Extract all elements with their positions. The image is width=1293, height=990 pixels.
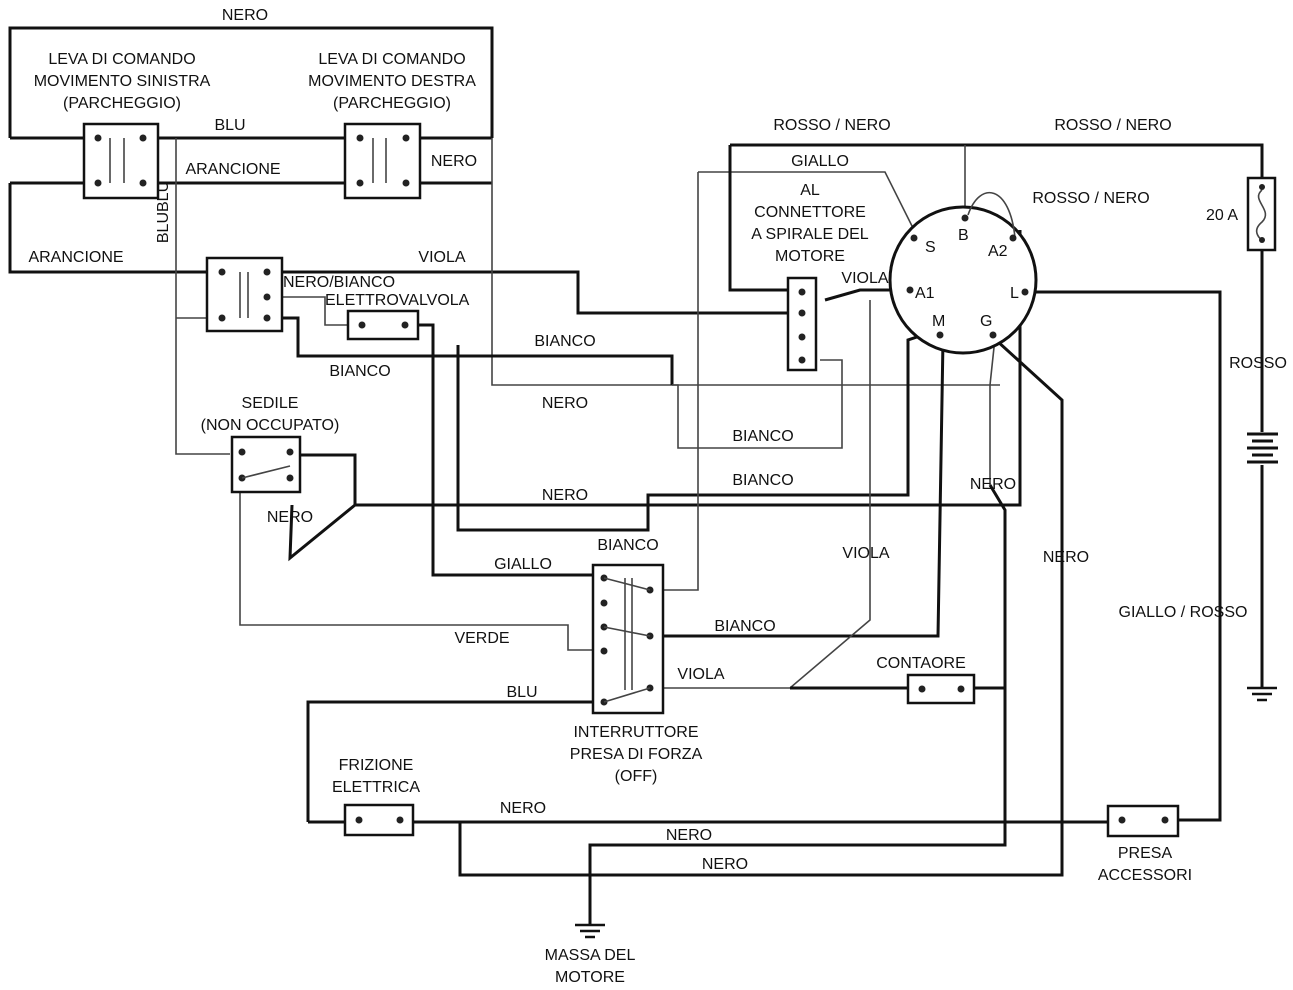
ground-icon-engine [575,923,605,939]
wire-label-nero-seat: NERO [267,509,313,526]
solenoid [346,309,420,341]
wire-label-blublu: BLUBLU [155,181,172,243]
wires [8,26,1264,925]
wire-label-bianco-2: BIANCO [329,363,390,380]
wire-label-rosso-nero-1: ROSSO / NERO [773,117,890,134]
terminal-b: B [958,227,969,244]
wire-label-bianco-pto2: BIANCO [714,618,775,635]
left-lever-label-3: (PARCHEGGIO) [63,95,181,112]
wire-label-bianco-pto: BIANCO [597,537,658,554]
wire-label-nero-mid: NERO [542,395,588,412]
wire-label-nero-top: NERO [222,7,268,24]
accessory-label-1: PRESA [1118,845,1173,862]
wire-label-nero-bianco: NERO/BIANCO [283,274,395,291]
wire-label-rosso-nero-2: ROSSO / NERO [1054,117,1171,134]
wire-label-blu-top: BLU [214,117,245,134]
pto-label-1: INTERRUTTORE [573,724,698,741]
right-lever-label-3: (PARCHEGGIO) [333,95,451,112]
terminal-s: S [925,239,936,256]
terminal-m: M [932,313,945,330]
wire-label-nero-bottom-1: NERO [500,800,546,817]
fuse [1246,176,1277,252]
wire-label-giallo-rosso: GIALLO / ROSSO [1119,604,1248,621]
seat-label-1: SEDILE [242,395,299,412]
pto-switch [591,563,665,715]
electric-clutch [343,803,415,837]
seat-label-2: (NON OCCUPATO) [201,417,340,434]
hour-meter-label: CONTAORE [876,655,965,672]
wire-label-nero-bottom-3: NERO [702,856,748,873]
wire-label-nero-right-1: NERO [970,476,1016,493]
wire-label-arancione-2: ARANCIONE [28,249,123,266]
clutch-label-2: ELETTRICA [332,779,420,796]
hour-meter [906,673,976,705]
wire-label-bianco-4: BIANCO [732,472,793,489]
wire-label-rosso-nero-3: ROSSO / NERO [1032,190,1149,207]
accessory-label-2: ACCESSORI [1098,867,1192,884]
wire-label-giallo-pto: GIALLO [494,556,552,573]
motor-connector [786,276,818,372]
wire-label-bianco-3: BIANCO [732,428,793,445]
motor-connector-label-2: CONNETTORE [754,204,866,221]
wire-label-rosso: ROSSO [1229,355,1287,372]
wire-label-viola-a1: VIOLA [841,270,888,287]
wire-label-blu-bottom: BLU [506,684,537,701]
engine-ground-label-2: MOTORE [555,969,625,986]
ignition-switch [888,192,1038,355]
terminal-g: G [980,313,992,330]
right-lever-switch [343,122,422,200]
wire-label-bianco-1: BIANCO [534,333,595,350]
terminal-a2: A2 [988,243,1008,260]
wire-label-nero-right-2: NERO [1043,549,1089,566]
left-lever-label-2: MOVIMENTO SINISTRA [34,73,211,90]
wire-label-nero-seat-line: NERO [542,487,588,504]
wire-label-viola-pto: VIOLA [677,666,724,683]
clutch-label-1: FRIZIONE [339,757,414,774]
fuse-label: 20 A [1206,207,1238,224]
solenoid-label: ELETTROVALVOLA [325,292,470,309]
wire-labels: NERO BLU ARANCIONE NERO BLUBLU ARANCIONE… [28,7,1286,873]
motor-connector-label-4: MOTORE [775,248,845,265]
wire-label-viola-top: VIOLA [418,249,465,266]
relay-switch [205,256,284,333]
wire-label-viola-right: VIOLA [842,545,889,562]
motor-connector-label-1: AL [800,182,820,199]
wire-label-giallo-top: GIALLO [791,153,849,170]
motor-connector-label-3: A SPIRALE DEL [751,226,868,243]
terminal-l: L [1010,285,1019,302]
left-lever-label-1: LEVA DI COMANDO [48,51,195,68]
wire-label-nero-right-lever: NERO [431,153,477,170]
terminal-a1: A1 [915,285,935,302]
right-lever-label-2: MOVIMENTO DESTRA [308,73,476,90]
engine-ground-label-1: MASSA DEL [545,947,636,964]
wire-label-nero-bottom-2: NERO [666,827,712,844]
component-labels: LEVA DI COMANDO MOVIMENTO SINISTRA (PARC… [34,51,1239,986]
battery-symbol [1247,432,1278,464]
right-lever-label-1: LEVA DI COMANDO [318,51,465,68]
wire-label-verde: VERDE [454,630,509,647]
pto-label-2: PRESA DI FORZA [570,746,703,763]
wire-label-arancione-1: ARANCIONE [185,161,280,178]
pto-label-3: (OFF) [615,768,658,785]
left-lever-switch [82,122,160,200]
ground-icon-right [1247,686,1277,702]
seat-switch [230,435,302,494]
accessory-socket [1106,804,1180,838]
